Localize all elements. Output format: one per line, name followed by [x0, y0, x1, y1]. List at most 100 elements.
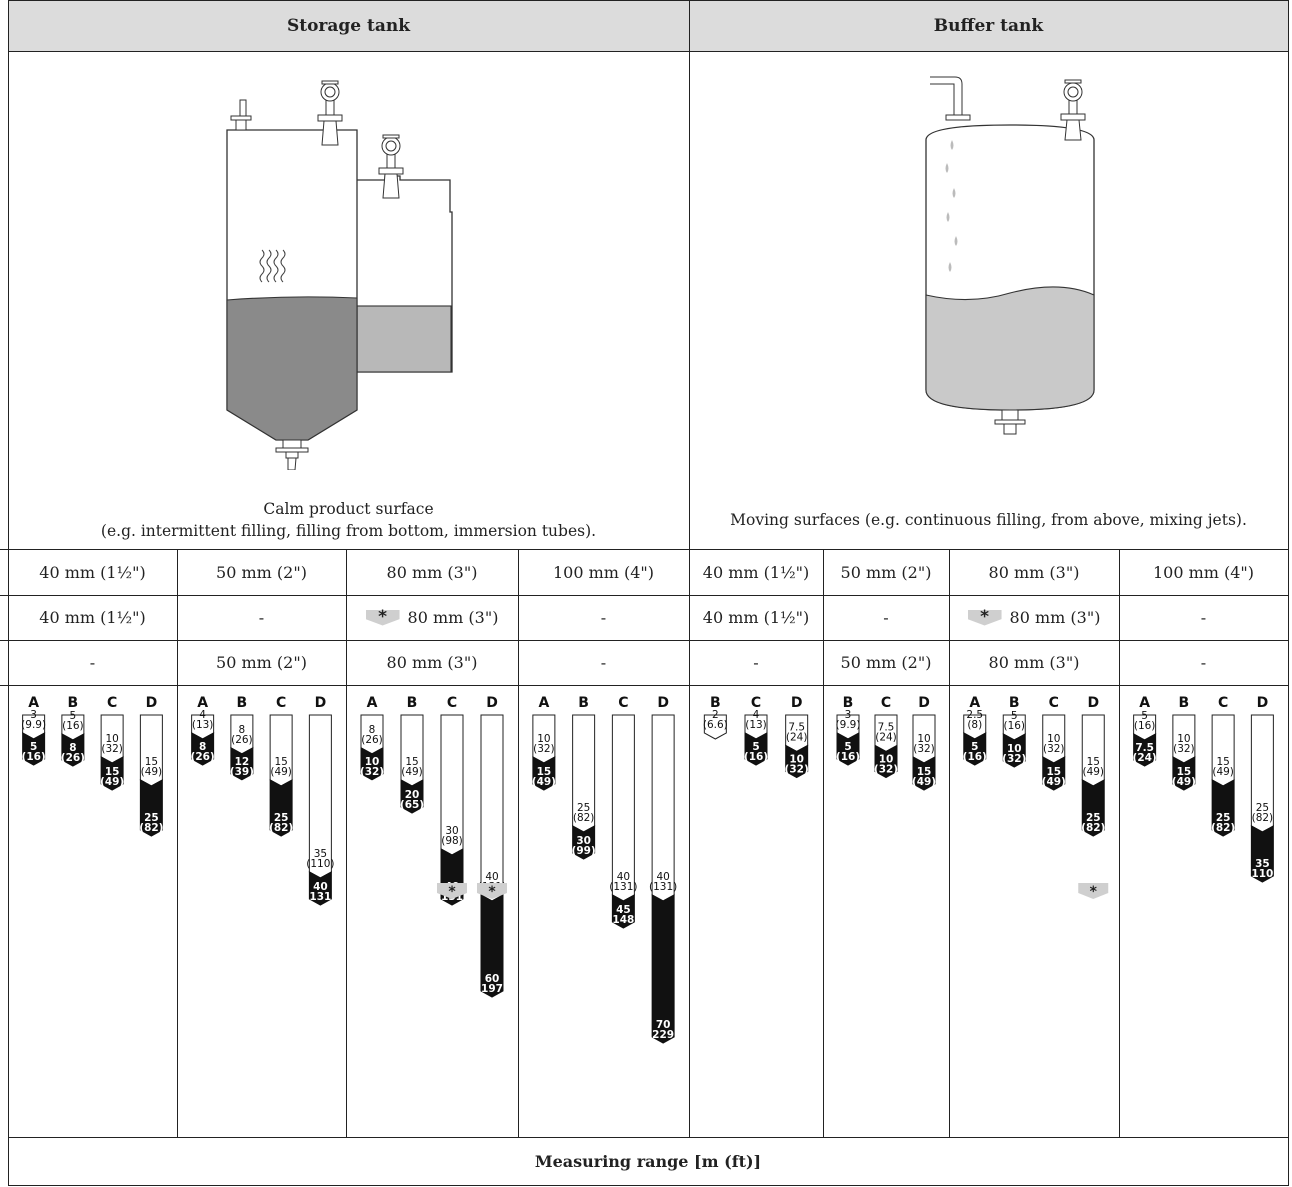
bar-white-value-ft: (110)	[306, 858, 334, 870]
antenna-size-text: 100 mm (4")	[552, 562, 655, 582]
bar-category-label: C	[751, 695, 761, 711]
bar-black-segment	[1172, 756, 1196, 791]
bar-black-value: 8	[199, 741, 206, 753]
bar-black-value: 10	[879, 754, 894, 766]
bar-white-value-ft: (16)	[62, 720, 84, 732]
antenna-size-text: 80 mm (3")	[988, 653, 1080, 672]
antenna-size-text: -	[1200, 608, 1207, 627]
bar-black-value: 5	[752, 741, 759, 753]
antenna-size-text: -	[883, 608, 889, 627]
range-bar: B20(65)15(49)	[400, 695, 424, 814]
range-bar: C10(32)7.5(24)	[874, 695, 898, 779]
antenna-size-text: 50 mm (2")	[840, 653, 932, 672]
bar-black-value: 5	[844, 741, 851, 753]
antenna-size-cell: 80 mm (3")	[346, 640, 518, 685]
caption-storage-line2: (e.g. intermittent filling, filling from…	[100, 522, 597, 540]
range-bar: C25(82)15(49)	[269, 695, 293, 837]
bar-white-value-ft: (8)	[967, 719, 982, 731]
bar-black-value-ft: (26)	[191, 751, 215, 763]
bar-white-value: 5	[1011, 710, 1018, 722]
bar-white-value-ft: (26)	[231, 734, 253, 746]
antenna-size-text: 50 mm (2")	[216, 653, 307, 672]
bar-black-segment	[912, 756, 936, 791]
star-marker-text: *	[448, 884, 456, 900]
bar-white-value: 3	[845, 709, 852, 721]
grid-line	[8, 1137, 1288, 1138]
bar-white-value: 35	[314, 848, 327, 860]
bar-black-segment	[1250, 825, 1274, 883]
range-bar: C45(148)40(131)	[608, 695, 639, 929]
bar-white-value: 10	[1177, 733, 1190, 745]
bar-white-value-ft: (24)	[786, 732, 808, 744]
bar-white-value-ft: (49)	[270, 766, 292, 778]
antenna-size-text: -	[1200, 653, 1207, 672]
range-bar: A10(32)8(26)	[360, 695, 384, 781]
bar-black-segment	[874, 744, 898, 779]
bar-black-value-ft: (131)	[305, 891, 337, 903]
bar-black-segment	[785, 744, 809, 779]
antenna-size-text: -	[258, 608, 265, 627]
star-marker-icon	[1078, 883, 1109, 899]
bar-black-segment	[480, 894, 504, 998]
range-bar: B8(26)5(16)	[61, 695, 85, 767]
bar-black-segment	[1042, 756, 1066, 791]
bar-black-segment	[100, 756, 124, 791]
range-bar: D15(49)10(32)	[912, 695, 936, 791]
bar-black-value-ft: (49)	[100, 776, 124, 788]
grid-line	[518, 549, 519, 1137]
bar-black-value: 25	[1086, 812, 1101, 824]
antenna-size-cell: -	[8, 640, 177, 685]
grid-line	[1119, 549, 1120, 1137]
bar-white-value: 30	[445, 825, 458, 837]
bar-white-value-ft: (9.9)	[21, 719, 46, 731]
bar-black-value: 30	[576, 835, 591, 847]
bar-black-value-ft: (16)	[22, 751, 46, 763]
bar-white-value: 8	[369, 724, 376, 736]
bar-black-value-ft: (32)	[360, 766, 384, 778]
antenna-size-cell: -	[689, 640, 823, 685]
bar-category-label: B	[1179, 695, 1190, 711]
grid-line	[0, 549, 1288, 550]
range-bar: D60(197)40(131)*	[476, 695, 508, 998]
bar-black-value-ft: (197)	[476, 983, 508, 995]
range-bar: C15(49)10(32)	[100, 695, 124, 791]
bar-white-segment	[703, 714, 727, 740]
bar-white-value-ft: (131)	[609, 881, 637, 893]
antenna-size-cell: -	[1119, 595, 1288, 640]
bar-white-value-ft: (98)	[441, 835, 463, 847]
bar-black-value-ft: (24)	[1133, 752, 1157, 764]
grid-line	[949, 549, 950, 1137]
bar-black-value-ft: (229)	[647, 1029, 679, 1041]
bar-black-value: 15	[537, 766, 552, 778]
range-bar: B30(99)25(82)	[572, 695, 596, 860]
bar-black-value: 25	[1216, 812, 1231, 824]
bar-category-label: A	[969, 695, 980, 711]
bar-black-value-ft: (32)	[1002, 753, 1026, 765]
bar-white-value-ft: (26)	[361, 734, 383, 746]
header-storage-tank: Storage tank	[8, 0, 689, 51]
grid-line	[0, 685, 1288, 686]
bar-black-segment	[744, 732, 768, 766]
bar-white-value: 3	[30, 709, 37, 721]
bar-category-label: A	[28, 695, 39, 711]
bar-black-value: 45	[616, 904, 631, 916]
antenna-size-cell: 100 mm (4")	[1119, 549, 1288, 595]
bar-white-value-ft: (24)	[875, 732, 897, 744]
bar-white-value-ft: (16)	[1134, 720, 1156, 732]
grid-line	[8, 51, 1288, 52]
antenna-size-cell: 50 mm (2")	[823, 549, 949, 595]
bar-black-value: 70	[656, 1019, 671, 1031]
bar-black-segment	[308, 871, 332, 906]
antenna-size-cell: 50 mm (2")	[177, 640, 346, 685]
bar-black-value: 10	[789, 754, 804, 766]
antenna-size-cell: 80 mm (3")	[949, 549, 1119, 595]
bar-black-value-ft: (32)	[785, 764, 809, 776]
bar-white-value: 10	[537, 733, 550, 745]
measuring-range-text: Measuring range [m (ft)]	[534, 1151, 762, 1171]
bar-white-value: 15	[274, 756, 287, 768]
bar-black-value-ft: (26)	[61, 752, 85, 764]
bar-white-value: 25	[1256, 802, 1269, 814]
bar-black-segment	[1133, 733, 1157, 767]
bar-category-label: C	[1049, 695, 1059, 711]
bar-white-value: 5	[70, 710, 77, 722]
